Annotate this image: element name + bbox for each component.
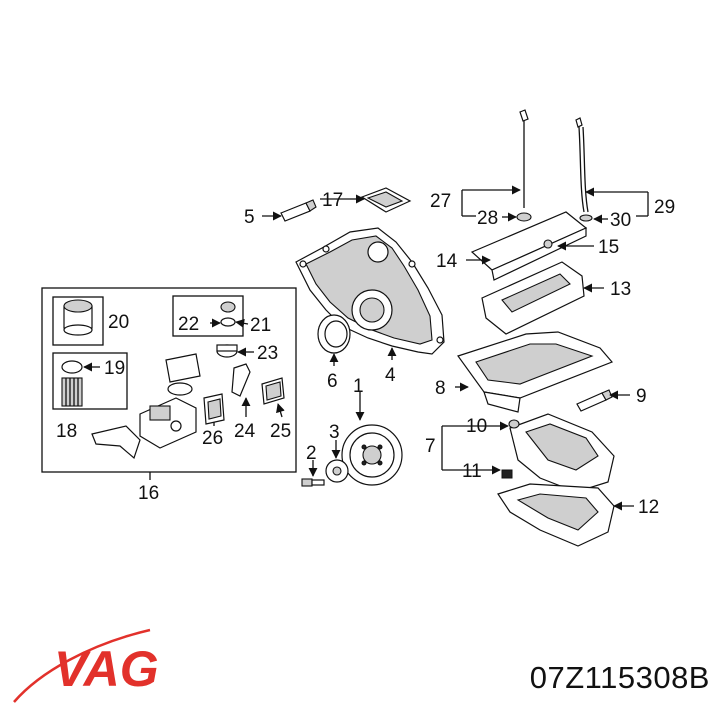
part-oil-pan-baffle bbox=[497, 483, 615, 547]
part-dipstick-tube bbox=[575, 117, 593, 222]
callout-1: 1 bbox=[353, 376, 364, 397]
part-engine-cover-upper bbox=[470, 211, 588, 281]
callout-19: 19 bbox=[104, 358, 125, 379]
part-oil-pipe bbox=[231, 363, 251, 397]
callout-6: 6 bbox=[327, 371, 338, 392]
callout-21: 21 bbox=[250, 315, 271, 336]
callout-7: 7 bbox=[425, 436, 436, 457]
part-sealant-tube-2 bbox=[576, 389, 613, 412]
group-box-18-19 bbox=[52, 352, 128, 410]
callout-4: 4 bbox=[385, 365, 396, 386]
part-bolt bbox=[301, 478, 325, 487]
callout-12: 12 bbox=[638, 497, 659, 518]
callout-20: 20 bbox=[108, 312, 129, 333]
part-sealant-tube bbox=[280, 199, 317, 222]
callout-16: 16 bbox=[138, 483, 159, 504]
part-timing-cover bbox=[295, 227, 445, 355]
vag-logo: VAG bbox=[13, 628, 159, 703]
part-o-ring bbox=[61, 360, 83, 374]
part-gasket-set bbox=[360, 187, 412, 213]
part-flywheel bbox=[341, 424, 403, 486]
callout-11: 11 bbox=[462, 461, 482, 482]
part-number: 07Z115308B bbox=[529, 660, 710, 695]
callout-15: 15 bbox=[598, 237, 619, 258]
part-oil-pan-upper bbox=[457, 331, 614, 413]
callout-5: 5 bbox=[244, 207, 255, 228]
part-oil-pan-lower bbox=[501, 413, 615, 493]
callout-9: 9 bbox=[636, 386, 647, 407]
callout-3: 3 bbox=[329, 422, 340, 443]
group-box-20 bbox=[52, 296, 104, 346]
callout-24: 24 bbox=[234, 421, 256, 442]
callout-25: 25 bbox=[270, 421, 291, 442]
callout-26: 26 bbox=[202, 428, 223, 449]
part-gasket-small bbox=[203, 393, 225, 425]
callout-27: 27 bbox=[430, 191, 451, 212]
group-box-21-22 bbox=[172, 295, 244, 337]
vag-logo-text: VAG bbox=[54, 641, 159, 697]
part-engine-cover-lower bbox=[481, 261, 585, 335]
part-seal-cap bbox=[216, 344, 238, 358]
callout-22: 22 bbox=[178, 314, 199, 335]
part-filter-housing-cap bbox=[63, 299, 93, 336]
callout-13: 13 bbox=[610, 279, 631, 300]
callout-23: 23 bbox=[257, 343, 278, 364]
part-dipstick bbox=[516, 109, 532, 222]
callout-14: 14 bbox=[436, 251, 458, 272]
part-seal-ring bbox=[317, 314, 351, 354]
part-adapter-flange bbox=[165, 353, 201, 396]
callout-29: 29 bbox=[654, 197, 675, 218]
part-drive-plate bbox=[325, 459, 349, 483]
assembly-box-16 bbox=[41, 287, 297, 473]
callout-2: 2 bbox=[306, 443, 317, 464]
callout-18: 18 bbox=[56, 421, 77, 442]
callout-17: 17 bbox=[322, 190, 343, 211]
part-oil-cooler bbox=[261, 377, 285, 405]
part-oil-filter bbox=[61, 377, 83, 407]
callout-8: 8 bbox=[435, 378, 446, 399]
part-oil-filter-housing bbox=[91, 397, 197, 460]
callout-28: 28 bbox=[477, 208, 498, 229]
callout-30: 30 bbox=[610, 210, 631, 231]
part-seal-plug bbox=[220, 301, 236, 327]
callout-10: 10 bbox=[466, 416, 487, 437]
